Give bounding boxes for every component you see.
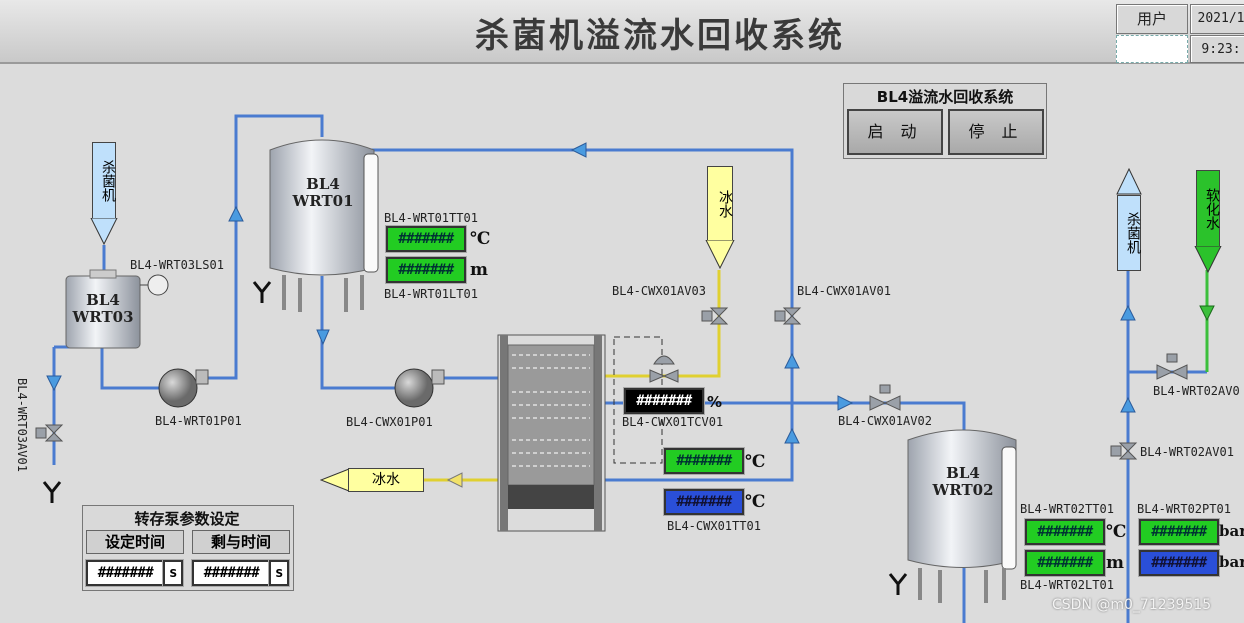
tank-wrt02-label: BL4 WRT02 xyxy=(932,464,994,499)
page-title: 杀菌机溢流水回收系统 xyxy=(475,16,845,56)
valves xyxy=(35,307,1188,460)
valve-wrt02av02 xyxy=(1156,353,1188,380)
tag-wrt02av02: BL4-WRT02AV0 xyxy=(1153,384,1240,398)
stop-button[interactable]: 停 止 xyxy=(948,109,1044,155)
tag-wrt02lt01: BL4-WRT02LT01 xyxy=(1020,578,1114,592)
drains xyxy=(42,281,908,595)
tag-wrt01p01: BL4-WRT01P01 xyxy=(155,414,242,428)
pump-cwx01p01 xyxy=(394,368,445,408)
tag-cwx01tt01: BL4-CWX01TT01 xyxy=(667,519,761,533)
tag-cwx01av01: BL4-CWX01AV01 xyxy=(797,284,891,298)
control-panel-title: BL4溢流水回收系统 xyxy=(876,88,1014,106)
source-soft-water: 软化水 xyxy=(1196,170,1220,248)
source-sterilizer-right-arrow xyxy=(1116,168,1142,195)
valve-cwx01tcv01 xyxy=(649,355,679,383)
source-ice-water-top-arrow xyxy=(705,240,735,270)
source-ice-water-out: 冰水 xyxy=(348,468,424,492)
source-soft-water-arrow xyxy=(1194,246,1222,274)
tag-wrt01tt01: BL4-WRT01TT01 xyxy=(384,211,478,225)
date-display: 2021/1 xyxy=(1190,4,1244,34)
wrt01-temp-unit: ℃ xyxy=(470,229,491,249)
cwx-temp-blue-display: ####### xyxy=(664,489,744,515)
start-button[interactable]: 启 动 xyxy=(847,109,943,155)
set-time-unit: s xyxy=(163,560,183,586)
source-sterilizer-left: 杀菌机 xyxy=(92,142,116,220)
flow-arrows xyxy=(46,142,1136,444)
tag-cwx01av02: BL4-CWX01AV02 xyxy=(838,414,932,428)
tag-wrt01lt01: BL4-WRT01LT01 xyxy=(384,287,478,301)
remain-time-unit: s xyxy=(269,560,289,586)
tank-wrt02 xyxy=(907,429,1017,603)
wrt02-level-unit: m xyxy=(1106,553,1124,573)
remain-time-label: 剩与时间 xyxy=(192,530,290,554)
valve-wrt03av01 xyxy=(35,424,64,442)
title-bar xyxy=(0,0,1244,64)
tag-cwx01av03: BL4-CWX01AV03 xyxy=(612,284,706,298)
set-time-input[interactable]: ####### xyxy=(86,560,165,586)
tag-cwx01tcv01: BL4-CWX01TCV01 xyxy=(622,415,724,429)
tcv01-display: ####### xyxy=(624,388,704,414)
tcv01-unit: % xyxy=(707,393,723,411)
ice-flow-arrow xyxy=(446,472,463,488)
tank-wrt01-label: BL4 WRT01 xyxy=(292,175,354,210)
tank-wrt03-label: BL4 WRT03 xyxy=(72,291,134,326)
valve-cwx01av03 xyxy=(701,307,729,325)
user-field[interactable] xyxy=(1116,35,1188,63)
valve-cwx01av01 xyxy=(774,307,802,325)
wrt02-press-green-display: ####### xyxy=(1139,519,1219,545)
valve-wrt02av01 xyxy=(1110,442,1138,460)
ice-water-out-arrow xyxy=(320,468,350,492)
time-display: 9:23: xyxy=(1190,35,1244,63)
wrt01-level-unit: m xyxy=(470,260,488,280)
soft-flow-arrow xyxy=(1199,305,1215,322)
tag-wrt02pt01: BL4-WRT02PT01 xyxy=(1137,502,1231,516)
remain-time-display: ####### xyxy=(192,560,271,586)
wrt02-press-green-unit: bar xyxy=(1219,522,1244,540)
wrt02-press-blue-unit: bar xyxy=(1219,553,1244,571)
pump-params-title: 转存泵参数设定 xyxy=(134,510,240,528)
watermark: CSDN @m0_71239515 xyxy=(1052,597,1212,613)
source-sterilizer-right: 杀菌机 xyxy=(1117,195,1141,271)
tank-wrt03 xyxy=(65,269,169,349)
wrt01-temp-display: ####### xyxy=(386,226,466,252)
wrt02-temp-unit: ℃ xyxy=(1106,522,1127,542)
tag-wrt02tt01: BL4-WRT02TT01 xyxy=(1020,502,1114,516)
tag-wrt03ls01: BL4-WRT03LS01 xyxy=(130,258,224,272)
wrt02-level-display: ####### xyxy=(1025,550,1105,576)
set-time-label: 设定时间 xyxy=(86,530,184,554)
pump-wrt01p01 xyxy=(158,368,209,408)
wrt02-press-blue-display: ####### xyxy=(1139,550,1219,576)
tag-wrt03av01: BL4-WRT03AV01 xyxy=(15,378,29,472)
valve-cwx01av02 xyxy=(869,384,901,411)
wrt01-level-display: ####### xyxy=(386,257,466,283)
wrt02-temp-display: ####### xyxy=(1025,519,1105,545)
tank-wrt01 xyxy=(269,139,379,312)
tag-cwx01p01: BL4-CWX01P01 xyxy=(346,415,433,429)
heat-exchanger xyxy=(497,334,606,532)
source-ice-water-top: 冰水 xyxy=(707,166,733,242)
cwx-temp-green-unit: ℃ xyxy=(745,452,766,472)
source-sterilizer-left-arrow xyxy=(90,218,118,246)
cwx-temp-green-display: ####### xyxy=(664,448,744,474)
cwx-temp-blue-unit: ℃ xyxy=(745,492,766,512)
tag-wrt02av01: BL4-WRT02AV01 xyxy=(1140,445,1234,459)
user-button[interactable]: 用户 xyxy=(1116,4,1188,34)
